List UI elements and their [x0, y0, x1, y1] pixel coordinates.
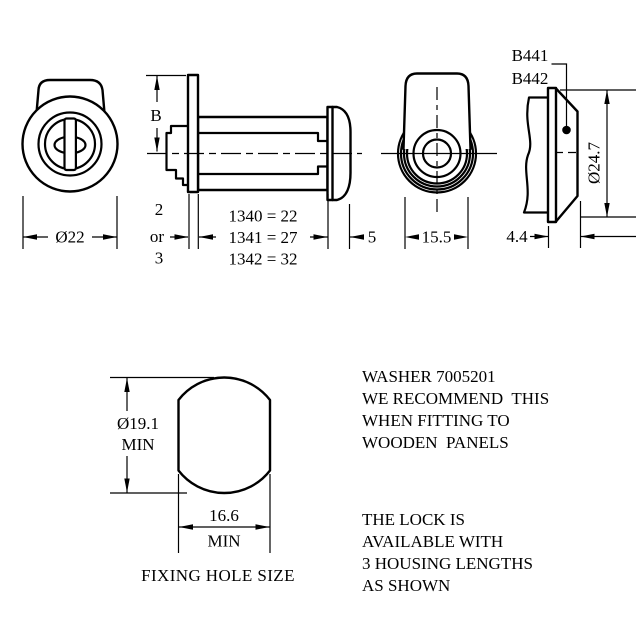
part-number-b441: B441 — [512, 46, 549, 65]
washer-plate — [546, 86, 558, 224]
dim-label-5: 5 — [368, 228, 377, 247]
dim-label-4-4: 4.4 — [506, 227, 528, 246]
washer-note-line: WOODEN PANELS — [362, 433, 509, 452]
dim-label-b: B — [150, 106, 161, 125]
housing-length-1341: 1341 = 27 — [228, 228, 298, 247]
availability-note-line: THE LOCK IS — [362, 510, 465, 529]
front-view: Ø22 — [21, 78, 119, 249]
inner-line-top — [196, 131, 329, 143]
dim-label-o22: Ø22 — [55, 228, 84, 247]
dim-housing-length: 1340 = 22 1341 = 27 1342 = 32 — [199, 194, 329, 269]
dim-label-o19-1: Ø19.1 — [117, 414, 159, 433]
availability-note-line: AS SHOWN — [362, 576, 450, 595]
availability-note-line: AVAILABLE WITH — [362, 532, 503, 551]
panel-break-section — [522, 96, 547, 214]
flange-tombstone-outline — [402, 72, 472, 151]
notes: WASHER 7005201 WE RECOMMEND THIS WHEN FI… — [362, 367, 549, 595]
arrowhead — [454, 234, 468, 240]
arrowhead — [124, 378, 130, 392]
flange-thickness-2: 2 — [155, 200, 164, 219]
housing-length-1340: 1340 = 22 — [228, 207, 297, 226]
side-view: B 2 or 3 1340 = 22 1341 = 27 1342 = 32 5 — [146, 73, 377, 269]
dim-16-6: 16.6 MIN — [177, 474, 271, 553]
arrowhead — [154, 137, 160, 152]
dim-label-o19-1-min: MIN — [121, 435, 154, 454]
arrowhead — [179, 524, 193, 530]
head-base — [326, 105, 334, 202]
housing-length-1342: 1342 = 32 — [228, 250, 297, 269]
dim-label-16-6: 16.6 — [209, 506, 239, 525]
arrowhead — [103, 234, 117, 240]
bezel-ring-outer — [37, 111, 103, 177]
arrowhead — [313, 234, 328, 240]
arrowhead — [604, 90, 610, 104]
dim-b: B — [146, 74, 186, 152]
arrowhead — [255, 524, 270, 530]
arrowhead — [124, 478, 130, 493]
leader-dot — [562, 125, 571, 135]
arrowhead — [154, 76, 160, 90]
flange-plate — [186, 73, 200, 194]
arrowhead — [174, 234, 189, 240]
flange-thickness-3: 3 — [155, 249, 164, 268]
back-view: 15.5 — [381, 72, 497, 249]
fixing-hole-outline — [177, 376, 272, 495]
fixing-hole-view: Ø19.1 MIN 16.6 MIN FIXING HOLE SIZE — [110, 376, 295, 585]
inner-line-bottom — [196, 165, 329, 176]
availability-note-line: 3 HOUSING LENGTHS — [362, 554, 533, 573]
dim-label-o24-7: Ø24.7 — [585, 141, 604, 184]
dim-o24-7: Ø24.7 — [560, 89, 636, 218]
part-number-b442: B442 — [512, 69, 549, 88]
flange-thickness-or: or — [150, 227, 165, 246]
dim-o22: Ø22 — [22, 196, 118, 249]
inner-cylinder-lines — [196, 131, 329, 176]
arrowhead — [604, 203, 610, 217]
washer-note-line: WASHER 7005201 — [362, 367, 496, 386]
cam-lever — [165, 124, 188, 187]
fixing-hole-caption: FIXING HOLE SIZE — [141, 566, 295, 585]
washer-note-line: WHEN FITTING TO — [362, 411, 510, 430]
dim-15-5: 15.5 — [404, 197, 469, 249]
leader-line — [551, 63, 568, 126]
arrowhead — [405, 234, 419, 240]
washer-note-line: WE RECOMMEND THIS — [362, 389, 549, 408]
dim-flange-thickness: 2 or 3 — [150, 194, 199, 268]
washer-view: B441 B442 Ø24.7 4.4 — [506, 46, 636, 248]
dim-4-4: 4.4 — [506, 201, 636, 248]
dim-label-15-5: 15.5 — [422, 228, 452, 247]
dim-o19-1: Ø19.1 MIN — [110, 376, 214, 494]
dim-label-16-6-min: MIN — [207, 532, 240, 551]
dim-head-depth: 5 — [348, 204, 377, 249]
arrowhead — [534, 233, 549, 240]
keyway-slot — [63, 117, 77, 172]
arrowhead — [23, 234, 37, 240]
